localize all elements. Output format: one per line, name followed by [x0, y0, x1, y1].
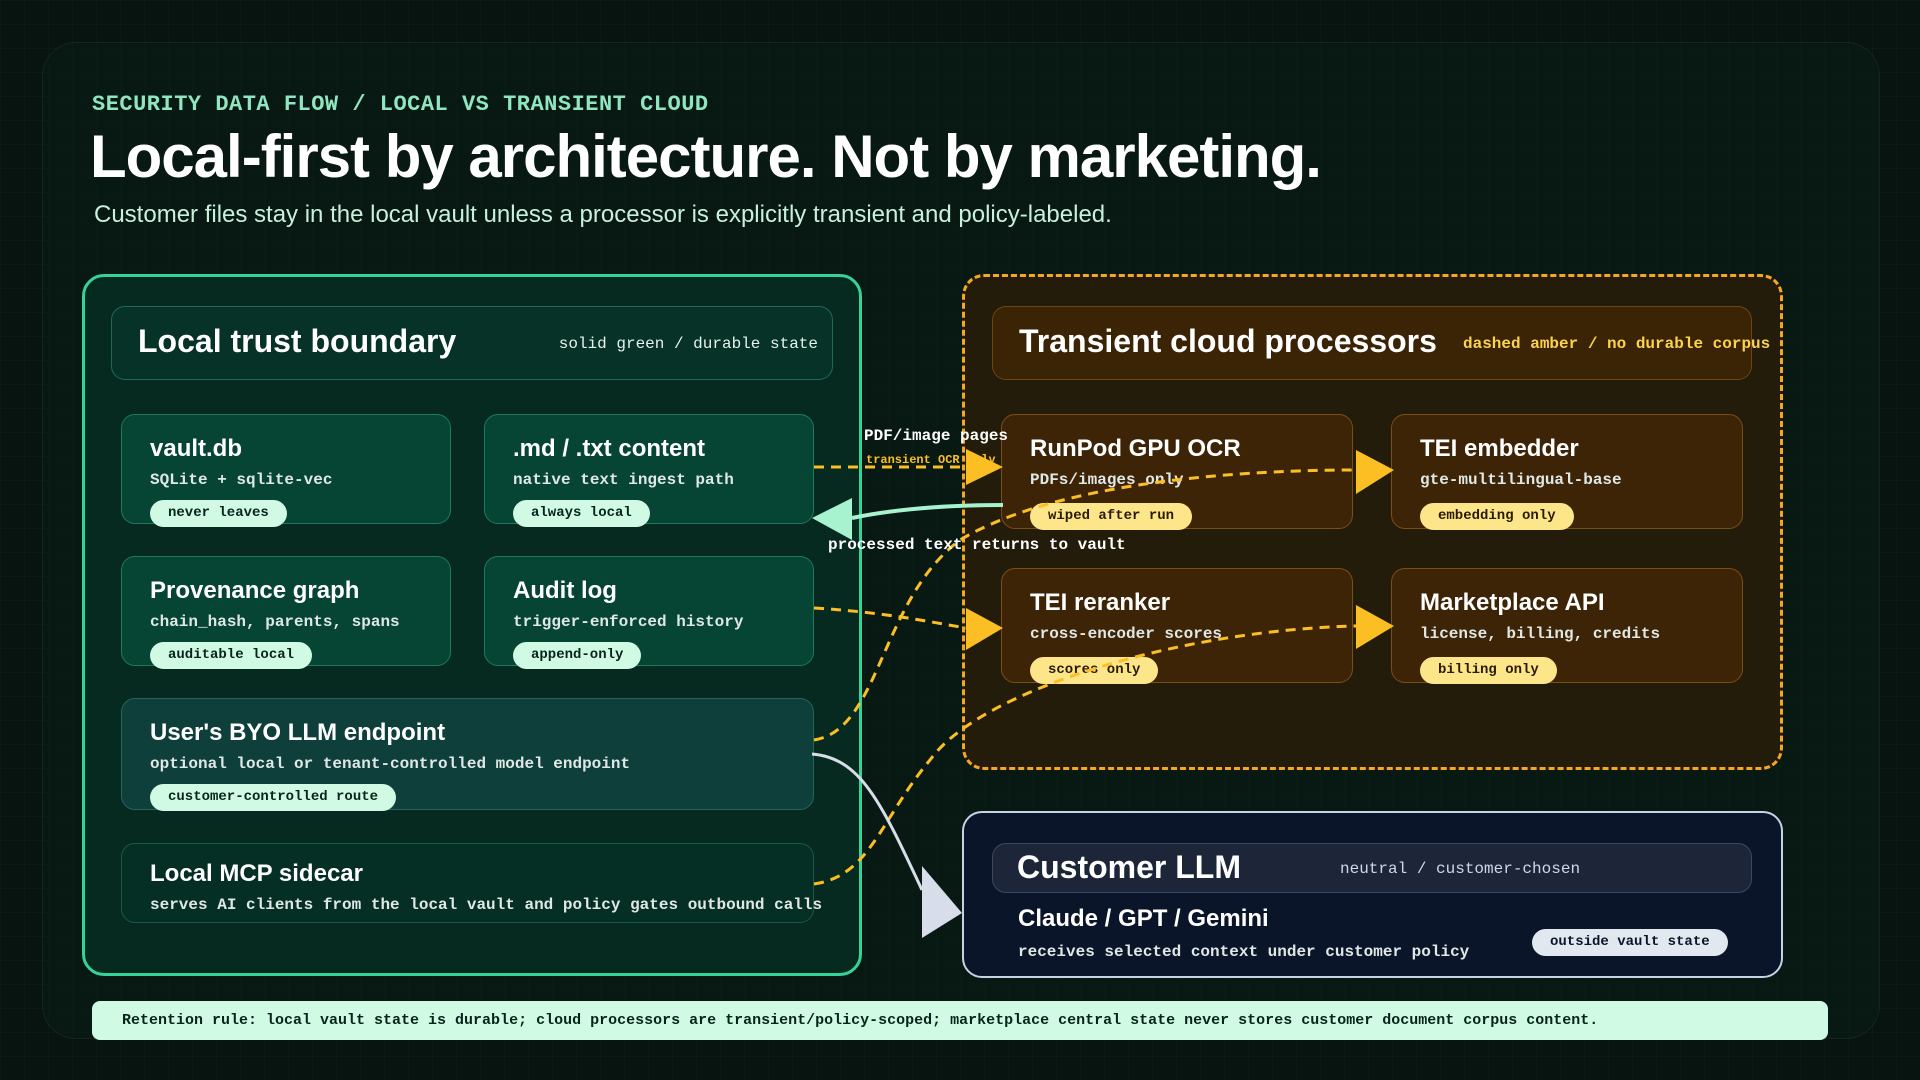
card-subtitle: PDFs/images only: [1030, 471, 1184, 489]
card-title: User's BYO LLM endpoint: [150, 719, 446, 746]
card-subtitle: optional local or tenant-controlled mode…: [150, 755, 631, 773]
status-badge: auditable local: [150, 642, 313, 669]
retention-rule-banner: Retention rule: local vault state is dur…: [92, 1001, 1828, 1040]
card-subtitle: license, billing, credits: [1420, 625, 1661, 643]
customer-llm-subtitle: receives selected context under customer…: [1018, 943, 1470, 961]
card-title: TEI embedder: [1420, 435, 1579, 462]
page-title: Local-first by architecture. Not by mark…: [90, 123, 1322, 190]
status-badge: wiped after run: [1030, 503, 1193, 530]
card-title: RunPod GPU OCR: [1030, 435, 1241, 462]
status-badge: customer-controlled route: [150, 784, 397, 811]
eyebrow-label: SECURITY DATA FLOW / LOCAL VS TRANSIENT …: [92, 92, 709, 117]
return-flow-label: processed text returns to vault: [828, 536, 1126, 554]
text-content-card: .md / .txt content native text ingest pa…: [484, 414, 814, 527]
ocr-flow-sublabel: transient OCR only: [866, 453, 996, 467]
outside-vault-badge: outside vault state: [1532, 929, 1728, 956]
marketplace-api-card: Marketplace API license, billing, credit…: [1391, 568, 1743, 684]
local-boundary-title: Local trust boundary: [138, 323, 457, 359]
card-title: TEI reranker: [1030, 589, 1171, 616]
card-subtitle: cross-encoder scores: [1030, 625, 1223, 643]
card-subtitle: native text ingest path: [513, 471, 734, 489]
card-subtitle: chain_hash, parents, spans: [150, 613, 400, 631]
customer-llm-note: neutral / customer-chosen: [1340, 860, 1581, 878]
local-boundary-header: Local trust boundary solid green / durab…: [111, 306, 833, 380]
provenance-graph-card: Provenance graph chain_hash, parents, sp…: [121, 556, 451, 669]
byo-llm-endpoint-card: User's BYO LLM endpoint optional local o…: [121, 698, 814, 811]
local-boundary-note: solid green / durable state: [558, 335, 818, 353]
status-badge: append-only: [513, 642, 642, 669]
status-badge: never leaves: [150, 500, 287, 527]
card-title: Provenance graph: [150, 577, 360, 604]
card-title: Local MCP sidecar: [150, 860, 363, 887]
status-badge: always local: [513, 500, 650, 527]
card-subtitle: serves AI clients from the local vault a…: [150, 896, 823, 914]
card-title: Audit log: [513, 577, 617, 604]
cloud-processors-header: Transient cloud processors dashed amber …: [992, 306, 1770, 380]
ocr-flow-label: PDF/image pages: [864, 427, 1009, 445]
card-subtitle: gte-multilingual-base: [1420, 471, 1622, 489]
customer-llm-models: Claude / GPT / Gemini: [1018, 905, 1269, 932]
card-title: vault.db: [150, 435, 243, 462]
cloud-processors-title: Transient cloud processors: [1019, 323, 1437, 359]
tei-embedder-card: TEI embedder gte-multilingual-base embed…: [1391, 414, 1743, 530]
status-badge: scores only: [1030, 657, 1159, 684]
card-title: .md / .txt content: [513, 435, 705, 462]
customer-llm-title: Customer LLM: [1017, 849, 1241, 885]
card-subtitle: trigger-enforced history: [513, 613, 744, 631]
customer-llm-header: Customer LLM neutral / customer-chosen: [992, 843, 1752, 893]
page-subtitle: Customer files stay in the local vault u…: [94, 201, 1112, 228]
status-badge: billing only: [1420, 657, 1557, 684]
mcp-sidecar-card: Local MCP sidecar serves AI clients from…: [121, 843, 822, 923]
audit-log-card: Audit log trigger-enforced history appen…: [484, 556, 814, 669]
tei-reranker-card: TEI reranker cross-encoder scores scores…: [1001, 568, 1353, 684]
cloud-processors-note: dashed amber / no durable corpus: [1463, 335, 1771, 353]
card-subtitle: SQLite + sqlite-vec: [150, 471, 333, 489]
status-badge: embedding only: [1420, 503, 1574, 530]
vault-db-card: vault.db SQLite + sqlite-vec never leave…: [121, 414, 451, 527]
runpod-ocr-card: RunPod GPU OCR PDFs/images only wiped af…: [1001, 414, 1353, 530]
card-title: Marketplace API: [1420, 589, 1605, 616]
